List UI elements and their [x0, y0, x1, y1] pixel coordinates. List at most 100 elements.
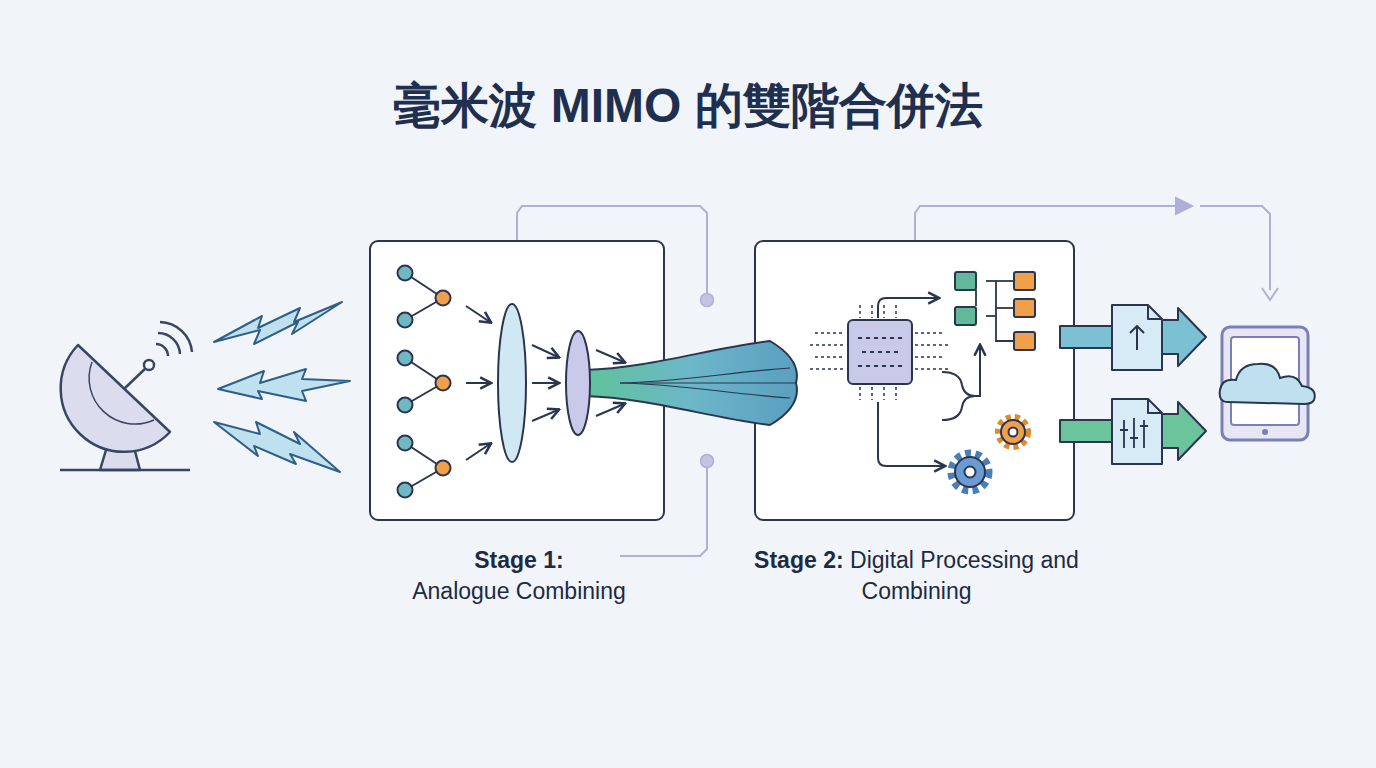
antenna-clusters-part-part [398, 351, 413, 366]
signal-bolts [214, 302, 350, 472]
gear-icons-part [951, 453, 989, 491]
stage-caption: Stage 2: Digital Processing and Combining [747, 545, 1087, 607]
diagram-title: 毫米波 MIMO 的雙階合併法 [0, 74, 1376, 138]
wire-arrowhead [1176, 198, 1192, 214]
antenna-clusters-part [398, 351, 451, 413]
flowchart-icon-part [955, 272, 976, 290]
signal-bolts-part [214, 422, 340, 472]
output-arrows-part [1060, 326, 1114, 348]
stage1-fill [369, 240, 665, 521]
combining-arrows-part [532, 410, 558, 421]
flowchart-icon-part [1014, 272, 1035, 290]
antenna-clusters-part-part [405, 383, 443, 405]
antenna-clusters-part-part [398, 483, 413, 498]
digital-chip-part-part [915, 344, 950, 346]
antenna-clusters-part-part [398, 266, 413, 281]
flowchart-icon-part [1014, 299, 1035, 317]
output-arrows-part [1158, 402, 1206, 460]
digital-chip-part-part [895, 305, 897, 318]
decorative-wires [517, 198, 1278, 556]
stage-description: Digital Processing and Combining [850, 547, 1079, 604]
antenna-clusters-part-part [405, 443, 443, 468]
digital-chip-part-part [895, 387, 897, 400]
flowchart-icon-part-part [975, 290, 977, 306]
combined-beam [585, 341, 797, 425]
antenna-clusters-part [398, 266, 451, 328]
digital-chip-part-part [915, 356, 945, 358]
stage-heading: Stage 1: [369, 545, 669, 576]
digital-chip-part-part [859, 305, 861, 318]
antenna-clusters-part-part [405, 273, 443, 298]
digital-chip-part [810, 305, 950, 400]
antenna-clusters-part-part [436, 461, 451, 476]
digital-chip-part-part [858, 365, 902, 367]
combining-arrows-part [466, 382, 490, 384]
flowchart-icon-part-part [986, 280, 1014, 282]
flowchart-icon-part [976, 281, 1014, 341]
antenna-clusters-part-part [405, 358, 443, 383]
digital-chip-part-part [883, 387, 885, 400]
digital-chip-part-part [815, 356, 845, 358]
output-arrows-part [1112, 305, 1162, 370]
gear-icons-part [1009, 428, 1018, 437]
combining-arrows-part [466, 444, 490, 460]
combined-beam-part [640, 383, 796, 384]
digital-chip-part-part [915, 368, 950, 370]
satellite-dish [60, 322, 192, 470]
decorative-wire [620, 467, 707, 556]
stage-box: Stage 1:Analogue Combining [369, 240, 665, 521]
wire-arrowhead [1262, 288, 1278, 300]
digital-chip-part [848, 320, 912, 384]
gear-icons [951, 417, 1028, 491]
combining-arrows [466, 306, 624, 460]
satellite-dish-part [60, 469, 190, 472]
satellite-dish-part [124, 366, 148, 389]
flowchart-icon-part-part [996, 281, 1014, 341]
stage-caption: Stage 1:Analogue Combining [369, 545, 669, 607]
combining-arrows-part [532, 345, 558, 357]
tablet-cloud-part [1262, 429, 1268, 435]
combining-arrows-part [596, 350, 624, 362]
digital-chip-part-part [871, 305, 873, 318]
signal-bolts-part [218, 369, 350, 401]
output-arrows-part [1130, 326, 1144, 350]
combining-arrows-part [532, 382, 558, 384]
output-arrows-part [1158, 308, 1206, 366]
junction-dot [701, 294, 714, 307]
digital-chip-part-part [810, 344, 845, 346]
tablet-cloud-part [1222, 327, 1308, 440]
processing-flows-part [878, 402, 944, 466]
output-arrows [1060, 305, 1206, 464]
antenna-clusters-part-part [405, 298, 443, 320]
stage-box: Stage 2:Digital Processing and Combining [754, 240, 1075, 521]
stage-heading: Stage 2: [754, 547, 843, 573]
combined-beam-part [620, 383, 790, 398]
stage2-fill [754, 240, 1075, 521]
flowchart-icon-part [955, 307, 976, 325]
satellite-dish-part [61, 345, 170, 452]
digital-chip-part-part [859, 387, 861, 400]
flowchart-icon-part-part [986, 315, 996, 317]
satellite-dish-part [156, 344, 168, 356]
antenna-clusters-part-part [398, 398, 413, 413]
output-arrows-part [1148, 305, 1162, 319]
combined-beam-part [585, 341, 797, 425]
digital-chip-part-part [810, 368, 845, 370]
combining-arrows-part [596, 404, 624, 416]
digital-chip [810, 305, 950, 400]
flowchart-icon [955, 272, 1035, 350]
antenna-clusters-part-part [436, 291, 451, 306]
combining-arrows-part [466, 306, 490, 322]
beam-lens [566, 331, 590, 435]
digital-chip-part-part [883, 305, 885, 318]
output-arrows-part [1060, 420, 1114, 442]
satellite-dish-part [158, 333, 180, 354]
decorative-wire [1200, 206, 1270, 290]
antenna-clusters-part-part [436, 376, 451, 391]
tablet-cloud-part [1220, 364, 1315, 404]
antenna-clusters-part-part [398, 436, 413, 451]
digital-chip-part-part [871, 387, 873, 400]
satellite-dish-part [160, 322, 192, 352]
processing-flows [878, 298, 980, 466]
